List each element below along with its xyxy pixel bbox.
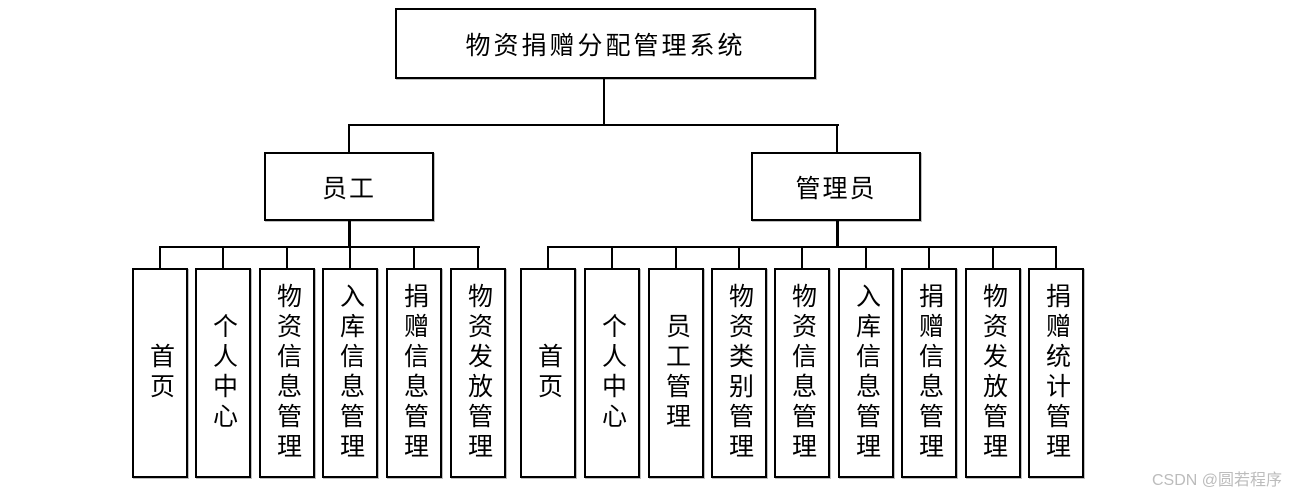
connector-adm-stub-8 — [992, 246, 994, 269]
csdn-watermark: CSDN @圆若程序 — [1151, 472, 1282, 489]
node-adm-personal-center: 个人中心 — [584, 268, 640, 478]
connector-emp-stub-4 — [349, 246, 351, 269]
connector-adm-stub-6 — [865, 246, 867, 269]
connector-emp-stub-3 — [286, 246, 288, 269]
connector-employee-rise — [348, 124, 350, 154]
node-employee-label: 员工 — [321, 175, 376, 203]
node-adm-distribution-mgmt: 物资发放管理 — [965, 268, 1021, 478]
connector-employee-bar — [159, 246, 480, 248]
connector-adm-stub-5 — [801, 246, 803, 269]
connector-adm-stub-1 — [547, 246, 549, 269]
node-adm-material-category-mgmt: 物资类别管理 — [711, 268, 767, 478]
connector-admin-drop — [836, 221, 839, 247]
connector-employee-drop — [348, 221, 351, 247]
connector-emp-stub-1 — [159, 246, 161, 269]
node-employee: 员工 — [264, 152, 434, 221]
node-emp-material-info-mgmt: 物资信息管理 — [259, 268, 315, 478]
node-admin-label: 管理员 — [795, 175, 877, 203]
connector-emp-stub-5 — [413, 246, 415, 269]
connector-adm-stub-7 — [928, 246, 930, 269]
node-emp-distribution-mgmt: 物资发放管理 — [450, 268, 506, 478]
connector-root-drop — [603, 79, 605, 126]
node-adm-inbound-info-mgmt: 入库信息管理 — [838, 268, 894, 478]
node-root-label: 物资捐赠分配管理系统 — [465, 32, 746, 60]
node-adm-employee-mgmt: 员工管理 — [648, 268, 704, 478]
node-emp-inbound-info-mgmt: 入库信息管理 — [322, 268, 378, 478]
connector-adm-stub-9 — [1055, 246, 1057, 269]
node-adm-material-info-mgmt: 物资信息管理 — [774, 268, 830, 478]
connector-emp-stub-2 — [222, 246, 224, 269]
node-admin: 管理员 — [751, 152, 921, 221]
node-emp-personal-center: 个人中心 — [195, 268, 251, 478]
node-root-system: 物资捐赠分配管理系统 — [395, 8, 816, 79]
node-emp-donation-info-mgmt: 捐赠信息管理 — [386, 268, 442, 478]
connector-emp-stub-6 — [477, 246, 479, 269]
connector-adm-stub-2 — [611, 246, 613, 269]
node-adm-donation-info-mgmt: 捐赠信息管理 — [901, 268, 957, 478]
connector-admin-rise — [836, 124, 838, 154]
node-emp-home: 首页 — [132, 268, 188, 478]
connector-adm-stub-4 — [738, 246, 740, 269]
connector-adm-stub-3 — [675, 246, 677, 269]
connector-level1-bar — [348, 124, 839, 126]
node-adm-home: 首页 — [520, 268, 576, 478]
node-adm-donation-stats-mgmt: 捐赠统计管理 — [1028, 268, 1084, 478]
